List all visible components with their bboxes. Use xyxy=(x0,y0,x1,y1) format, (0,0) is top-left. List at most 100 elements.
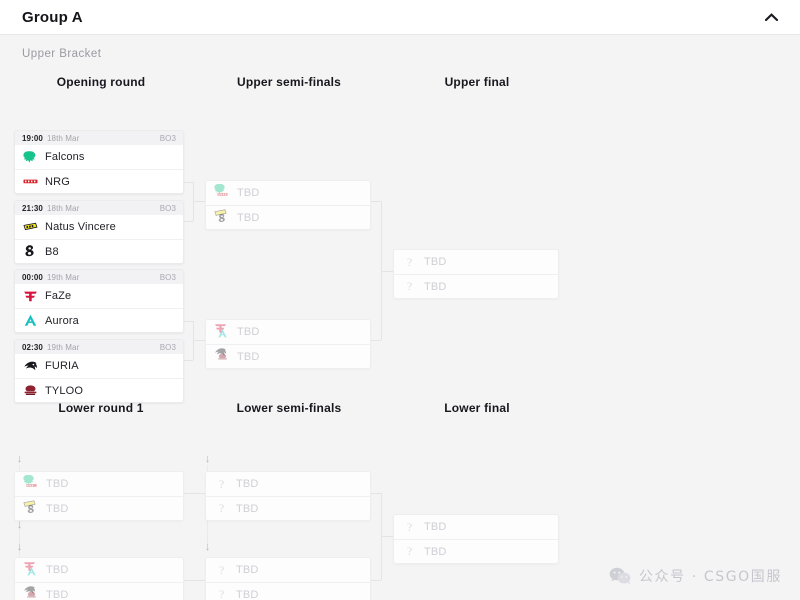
navi-b8-stack-icon xyxy=(214,209,231,226)
drop-arrow-icon: ↓ xyxy=(16,519,23,531)
team-row[interactable]: ? TBD xyxy=(394,250,558,274)
match-card[interactable]: ? TBD ? TBD xyxy=(205,471,371,521)
team-name: Falcons xyxy=(45,151,85,163)
team-row[interactable]: ? TBD xyxy=(394,274,558,298)
match-meta: 19:00 18th Mar BO3 xyxy=(15,131,183,145)
match-card[interactable]: TBD TBD xyxy=(14,471,184,521)
match-time: 00:00 xyxy=(22,272,43,282)
team-row[interactable]: ? TBD xyxy=(394,539,558,563)
team-row[interactable]: ? TBD xyxy=(206,558,370,582)
round-title-opening: Opening round xyxy=(56,75,146,89)
faze-aurora-stack-icon xyxy=(214,323,231,341)
team-row[interactable]: TBD xyxy=(206,320,370,344)
team-row[interactable]: FURIA xyxy=(15,354,183,378)
team-name: TBD xyxy=(46,588,69,600)
falcons-nrg-stack-icon xyxy=(23,474,40,493)
team-row[interactable]: Aurora xyxy=(15,308,183,332)
match-card[interactable]: TBD TBD xyxy=(14,557,184,600)
question-icon: ? xyxy=(218,562,225,577)
aurora-logo xyxy=(23,313,38,328)
match-date: 19th Mar xyxy=(46,342,80,352)
question-icon: ? xyxy=(218,501,225,515)
team-name: B8 xyxy=(45,245,59,258)
match-format: BO3 xyxy=(159,203,176,213)
team-name: FURIA xyxy=(45,360,79,372)
match-card[interactable]: TBD TBD xyxy=(205,319,371,369)
question-icon: ? xyxy=(218,476,225,491)
collapse-group-button[interactable] xyxy=(760,6,782,28)
team-row[interactable]: TBD xyxy=(206,344,370,368)
furia-tyloo-stack-icon xyxy=(23,586,40,600)
falcons-nrg-stack-icon xyxy=(214,183,231,202)
team-row[interactable]: FaZe xyxy=(15,284,183,308)
navi-logo xyxy=(23,220,38,235)
match-time: 19:00 xyxy=(22,133,43,143)
team-name: TBD xyxy=(236,588,259,600)
team-name: TBD xyxy=(424,521,447,533)
match-card[interactable]: ? TBD ? TBD xyxy=(393,514,559,564)
round-title-lower-semis: Lower semi-finals xyxy=(236,401,342,415)
team-name: TBD xyxy=(236,478,259,490)
nrg-logo xyxy=(23,174,38,189)
question-icon: ? xyxy=(406,519,413,534)
match-format: BO3 xyxy=(159,133,176,143)
page-title: Group A xyxy=(22,8,83,26)
falcons-logo xyxy=(23,150,38,165)
team-name: NRG xyxy=(45,175,70,188)
round-title-lower-final: Lower final xyxy=(444,401,510,415)
match-card[interactable]: ? TBD ? TBD xyxy=(205,557,371,600)
team-name: FaZe xyxy=(45,290,72,302)
team-name: TBD xyxy=(236,564,259,576)
team-row[interactable]: NRG xyxy=(15,169,183,193)
match-card[interactable]: 00:00 19th Mar BO3 FaZe Aurora xyxy=(14,269,184,333)
furia-logo xyxy=(23,359,38,374)
drop-arrow-icon: ↓ xyxy=(204,453,211,465)
match-card[interactable]: TBD TBD xyxy=(205,180,371,230)
match-meta: 02:30 19th Mar BO3 xyxy=(15,340,183,354)
team-row[interactable]: TBD xyxy=(206,181,370,205)
team-name: TBD xyxy=(46,564,69,576)
tyloo-logo xyxy=(23,383,38,398)
team-row[interactable]: TBD xyxy=(206,205,370,229)
round-title-upper-final: Upper final xyxy=(444,75,510,89)
team-name: TBD xyxy=(424,545,447,558)
match-date: 18th Mar xyxy=(46,133,80,143)
match-card[interactable]: 19:00 18th Mar BO3 Falcons NRG xyxy=(14,130,184,194)
match-card[interactable]: ? TBD ? TBD xyxy=(393,249,559,299)
faze-logo xyxy=(23,289,38,304)
team-name: TBD xyxy=(46,478,69,490)
match-card[interactable]: 21:30 18th Mar BO3 Natus Vincere B8 xyxy=(14,200,184,264)
match-card[interactable]: 02:30 19th Mar BO3 FURIA TYLOO xyxy=(14,339,184,403)
round-title-upper-semis: Upper semi-finals xyxy=(236,75,342,89)
match-date: 19th Mar xyxy=(46,272,80,282)
upper-bracket-label: Upper Bracket xyxy=(22,48,102,60)
team-row[interactable]: TYLOO xyxy=(15,378,183,402)
team-row[interactable]: TBD xyxy=(15,472,183,496)
team-name: TBD xyxy=(237,350,260,363)
team-name: TBD xyxy=(424,256,447,268)
team-name: TBD xyxy=(237,326,260,338)
team-row[interactable]: Natus Vincere xyxy=(15,215,183,239)
team-row[interactable]: B8 xyxy=(15,239,183,263)
round-title-lower-r1: Lower round 1 xyxy=(58,401,144,415)
team-row[interactable]: ? TBD xyxy=(206,496,370,520)
team-row[interactable]: Falcons xyxy=(15,145,183,169)
team-row[interactable]: ? TBD xyxy=(206,472,370,496)
team-row[interactable]: TBD xyxy=(15,582,183,600)
match-format: BO3 xyxy=(159,342,176,352)
question-icon: ? xyxy=(406,544,413,558)
match-time: 02:30 xyxy=(22,342,43,352)
drop-arrow-icon: ↓ xyxy=(16,453,23,465)
team-row[interactable]: TBD xyxy=(15,558,183,582)
team-row[interactable]: ? TBD xyxy=(394,515,558,539)
team-name: TBD xyxy=(46,502,69,515)
team-name: Natus Vincere xyxy=(45,221,116,233)
match-meta: 21:30 18th Mar BO3 xyxy=(15,201,183,215)
team-name: TBD xyxy=(424,280,447,293)
match-meta: 00:00 19th Mar BO3 xyxy=(15,270,183,284)
drop-arrow-icon: ↓ xyxy=(204,541,211,553)
team-row[interactable]: TBD xyxy=(15,496,183,520)
faze-aurora-stack-icon xyxy=(23,561,40,579)
team-row[interactable]: ? TBD xyxy=(206,582,370,600)
watermark: 公众号 · CSGO国服 xyxy=(609,566,782,586)
